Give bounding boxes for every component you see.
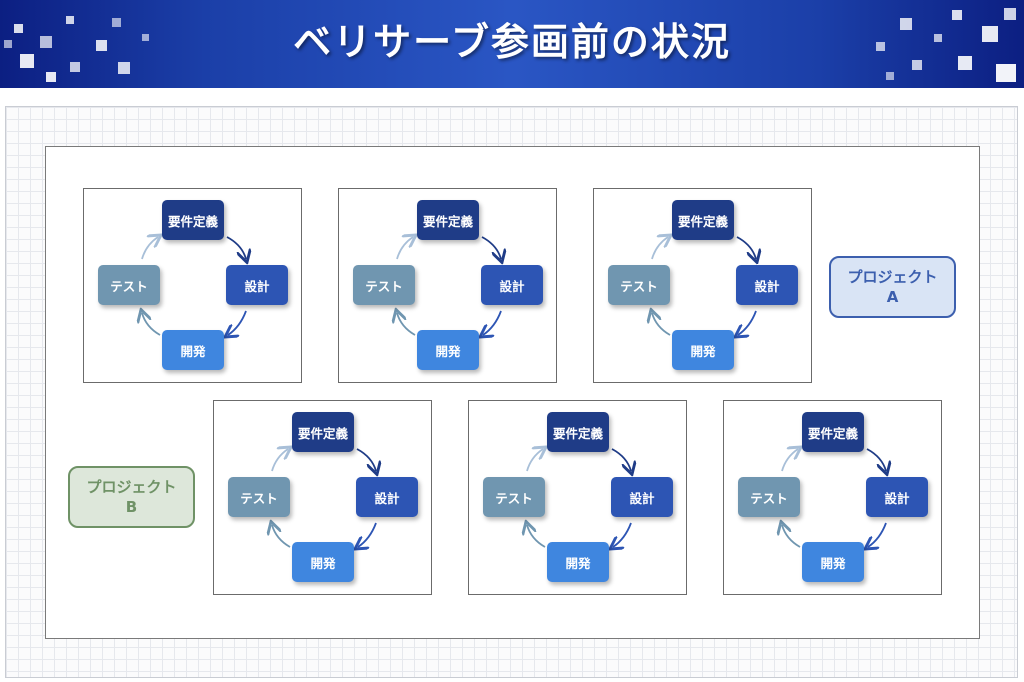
step-test: テスト bbox=[608, 265, 670, 305]
arrow-design-to-dev bbox=[613, 522, 632, 547]
arrow-design-to-dev bbox=[228, 310, 247, 335]
arrow-test-to-req bbox=[141, 237, 158, 260]
arrow-design-to-dev bbox=[483, 310, 502, 335]
arrow-dev-to-test bbox=[782, 525, 801, 548]
decor-square bbox=[1004, 8, 1016, 20]
arrow-design-to-dev bbox=[358, 522, 377, 547]
decor-square bbox=[20, 54, 34, 68]
project-a-label-text: プロジェクト A bbox=[847, 268, 938, 306]
step-requirements: 要件定義 bbox=[547, 412, 609, 452]
cycle-arrows bbox=[214, 401, 433, 596]
decor-square bbox=[934, 34, 942, 42]
decor-square bbox=[4, 40, 12, 48]
dev-cycle-a2: 要件定義設計開発テスト bbox=[338, 188, 557, 383]
decor-square bbox=[142, 34, 149, 41]
step-test: テスト bbox=[353, 265, 415, 305]
step-development: 開発 bbox=[162, 330, 224, 370]
dev-cycle-a1: 要件定義設計開発テスト bbox=[83, 188, 302, 383]
arrow-req-to-design bbox=[481, 236, 501, 259]
arrow-test-to-req bbox=[526, 449, 543, 472]
arrow-test-to-req bbox=[396, 237, 413, 260]
arrow-test-to-req bbox=[271, 449, 288, 472]
decor-square bbox=[46, 72, 56, 82]
step-requirements: 要件定義 bbox=[417, 200, 479, 240]
step-design: 設計 bbox=[611, 477, 673, 517]
decor-square bbox=[66, 16, 74, 24]
arrow-dev-to-test bbox=[652, 313, 671, 336]
step-requirements: 要件定義 bbox=[802, 412, 864, 452]
decor-square bbox=[982, 26, 998, 42]
step-requirements: 要件定義 bbox=[292, 412, 354, 452]
arrow-test-to-req bbox=[651, 237, 668, 260]
step-development: 開発 bbox=[292, 542, 354, 582]
arrow-req-to-design bbox=[356, 448, 376, 471]
step-design: 設計 bbox=[481, 265, 543, 305]
arrow-dev-to-test bbox=[397, 313, 416, 336]
step-test: テスト bbox=[228, 477, 290, 517]
dev-cycle-b1: 要件定義設計開発テスト bbox=[213, 400, 432, 595]
cycle-arrows bbox=[339, 189, 558, 384]
step-development: 開発 bbox=[672, 330, 734, 370]
step-test: テスト bbox=[738, 477, 800, 517]
decor-square bbox=[40, 36, 52, 48]
decor-square bbox=[96, 40, 107, 51]
decor-square bbox=[958, 56, 972, 70]
step-design: 設計 bbox=[866, 477, 928, 517]
step-design: 設計 bbox=[226, 265, 288, 305]
arrow-req-to-design bbox=[736, 236, 756, 259]
decor-square bbox=[118, 62, 130, 74]
cycle-arrows bbox=[594, 189, 813, 384]
decor-square bbox=[996, 64, 1016, 82]
step-design: 設計 bbox=[356, 477, 418, 517]
decor-square bbox=[14, 24, 23, 33]
project-a-label: プロジェクト A bbox=[829, 256, 956, 318]
step-requirements: 要件定義 bbox=[672, 200, 734, 240]
project-b-label: プロジェクト B bbox=[68, 466, 195, 528]
arrow-req-to-design bbox=[226, 236, 246, 259]
cycle-arrows bbox=[724, 401, 943, 596]
cycle-arrows bbox=[84, 189, 303, 384]
dev-cycle-b3: 要件定義設計開発テスト bbox=[723, 400, 942, 595]
decor-square bbox=[876, 42, 885, 51]
arrow-design-to-dev bbox=[738, 310, 757, 335]
arrow-req-to-design bbox=[611, 448, 631, 471]
step-design: 設計 bbox=[736, 265, 798, 305]
decor-square bbox=[886, 72, 894, 80]
header-banner: ベリサーブ参画前の状況 bbox=[0, 0, 1024, 88]
step-development: 開発 bbox=[417, 330, 479, 370]
dev-cycle-b2: 要件定義設計開発テスト bbox=[468, 400, 687, 595]
page-title: ベリサーブ参画前の状況 bbox=[293, 20, 731, 64]
cycle-arrows bbox=[469, 401, 688, 596]
dev-cycle-a3: 要件定義設計開発テスト bbox=[593, 188, 812, 383]
arrow-dev-to-test bbox=[272, 525, 291, 548]
arrow-test-to-req bbox=[781, 449, 798, 472]
step-test: テスト bbox=[483, 477, 545, 517]
decor-square bbox=[70, 62, 80, 72]
decor-square bbox=[912, 60, 922, 70]
decor-square bbox=[952, 10, 962, 20]
arrow-design-to-dev bbox=[868, 522, 887, 547]
decor-square bbox=[900, 18, 912, 30]
step-development: 開発 bbox=[547, 542, 609, 582]
project-b-label-text: プロジェクト B bbox=[86, 478, 177, 516]
step-development: 開発 bbox=[802, 542, 864, 582]
step-requirements: 要件定義 bbox=[162, 200, 224, 240]
arrow-dev-to-test bbox=[142, 313, 161, 336]
decor-square bbox=[112, 18, 121, 27]
step-test: テスト bbox=[98, 265, 160, 305]
arrow-req-to-design bbox=[866, 448, 886, 471]
arrow-dev-to-test bbox=[527, 525, 546, 548]
